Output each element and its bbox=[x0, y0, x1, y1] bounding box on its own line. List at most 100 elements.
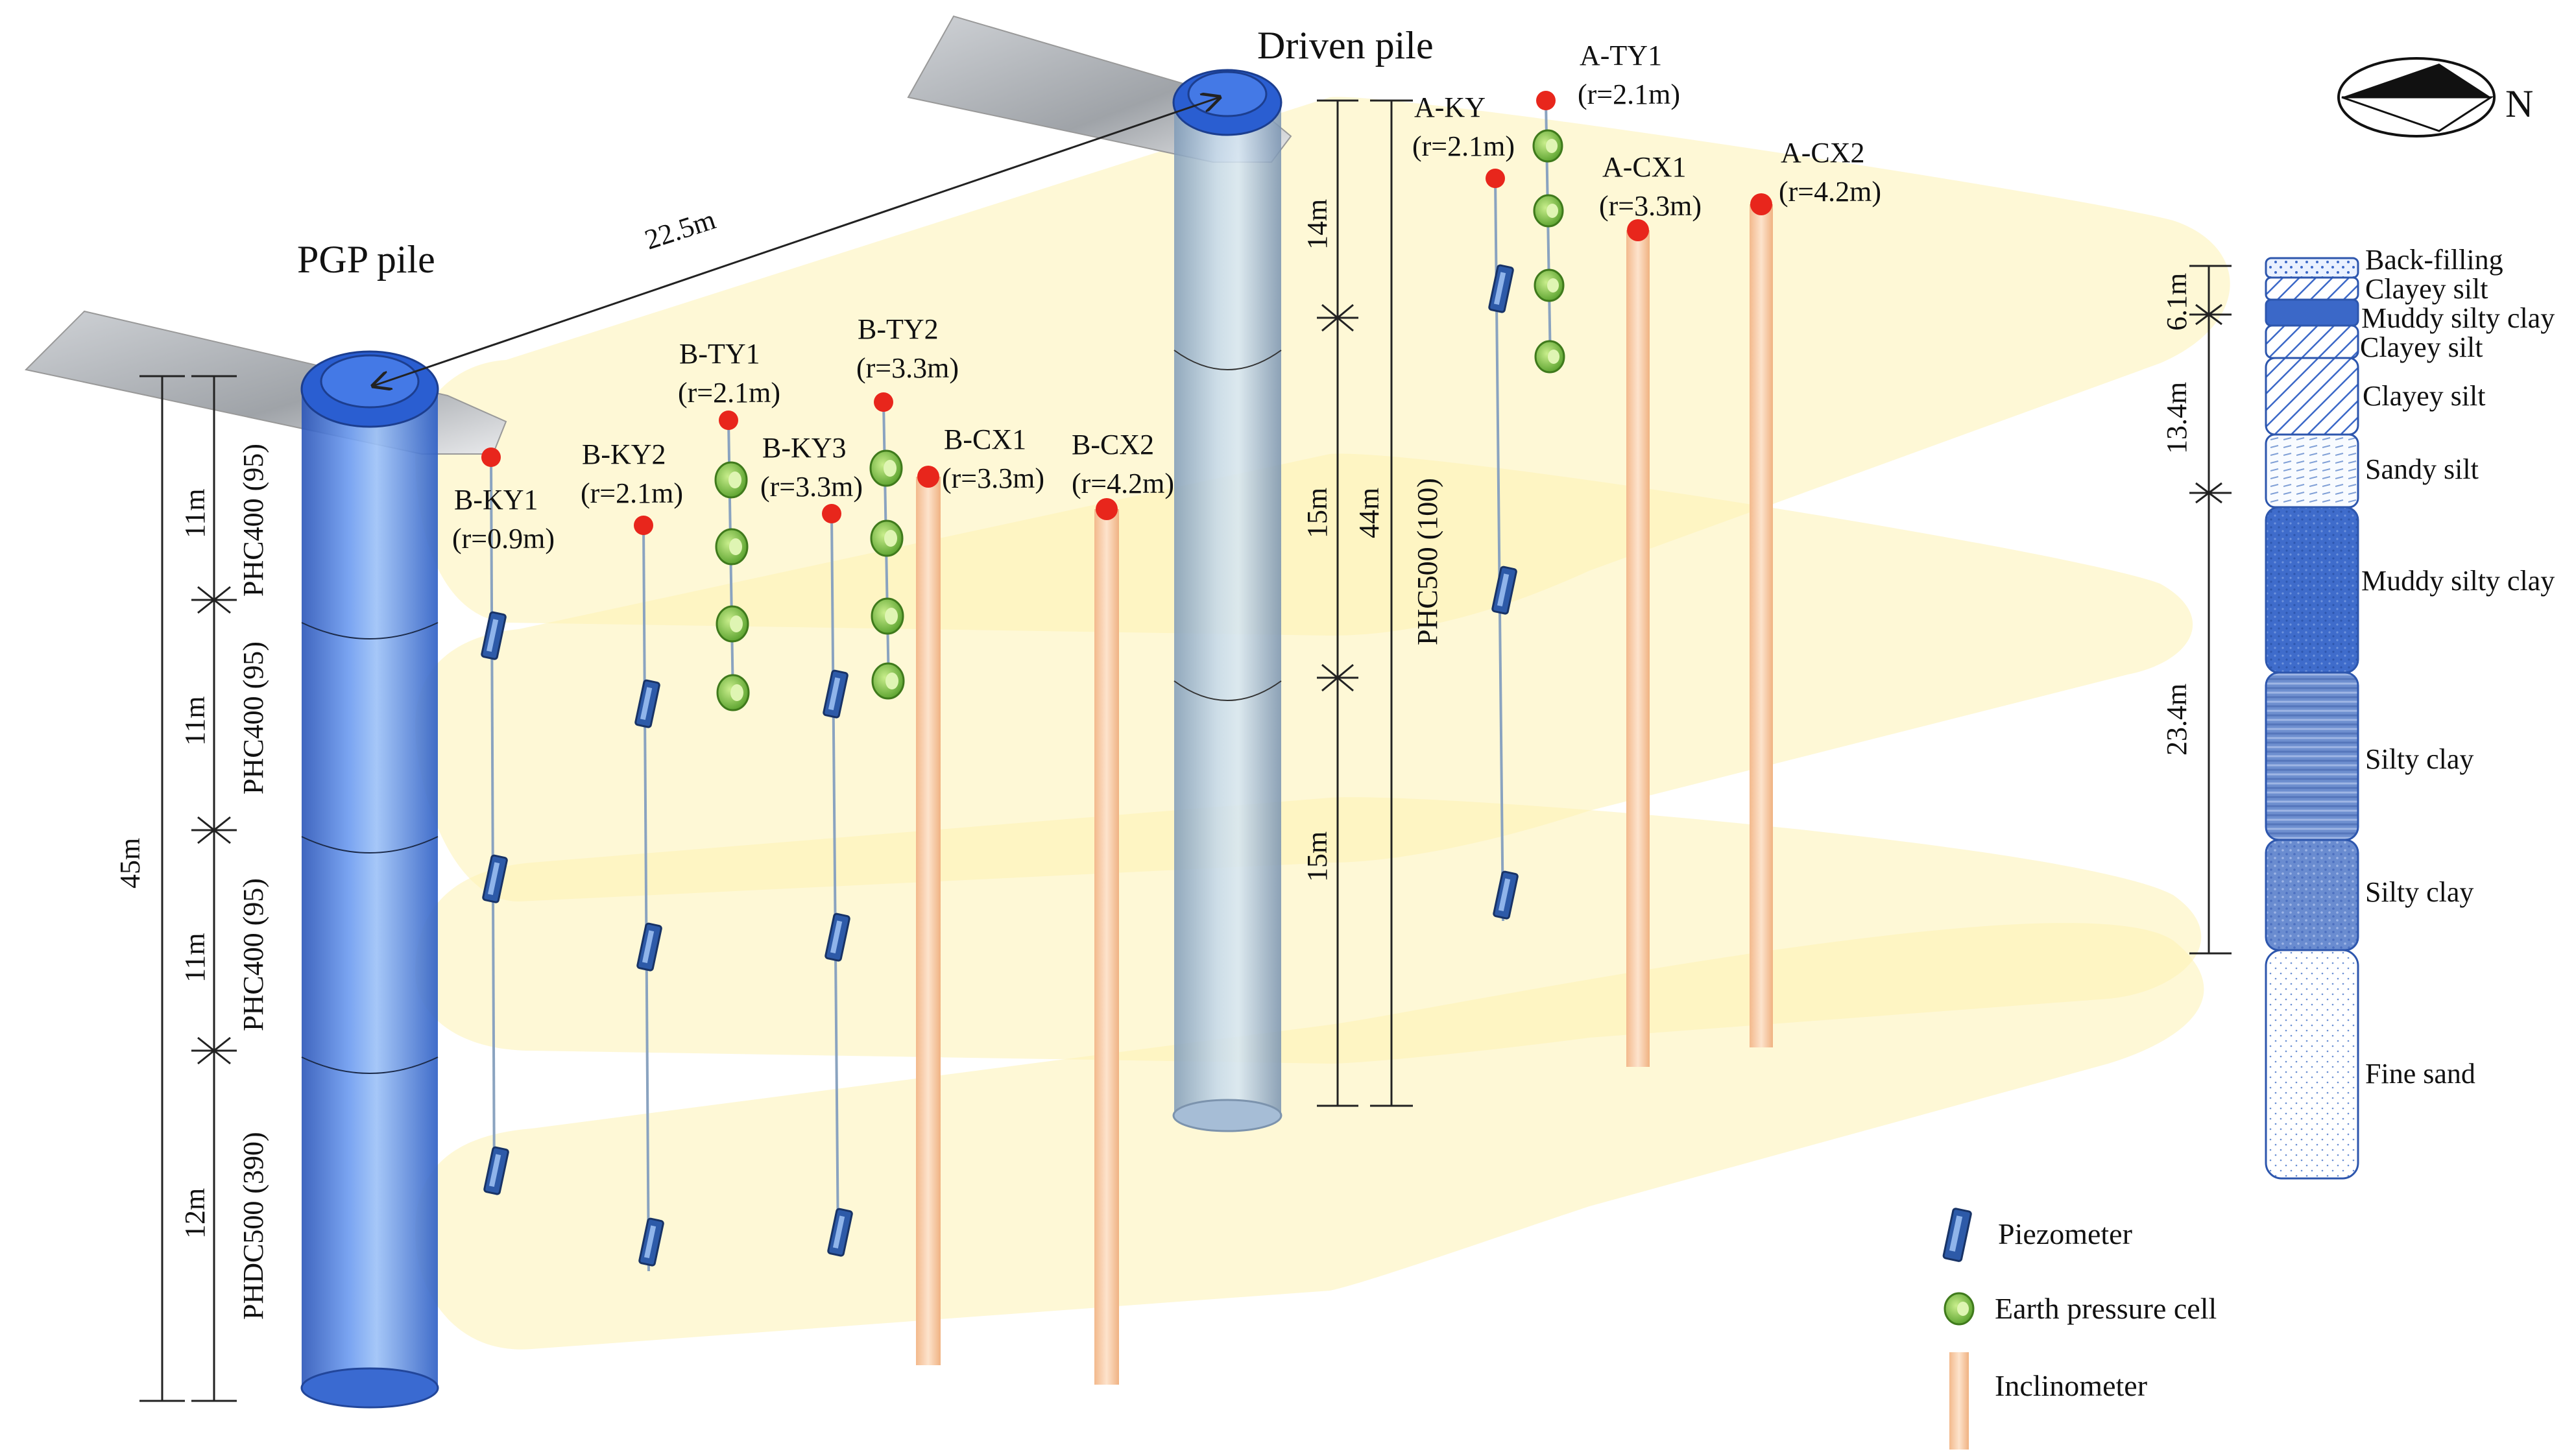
label-b-ky3-name: B-KY3 bbox=[762, 432, 847, 464]
label-b-ky1-r: (r=0.9m) bbox=[452, 523, 555, 555]
soil-layer-sandy-silt bbox=[2265, 433, 2359, 508]
soil-layer-muddy-silty-clay-1 bbox=[2265, 298, 2359, 327]
piezometer-icon bbox=[636, 922, 662, 972]
marker-b-cx2 bbox=[1096, 498, 1118, 520]
inclinometer-icon bbox=[1949, 1352, 1969, 1450]
label-b-cx1-name: B-CX1 bbox=[944, 424, 1026, 455]
soil-dim-3: 23.4m bbox=[2161, 684, 2193, 756]
soil-layer-silty-clay-2 bbox=[2265, 839, 2359, 951]
inclinometer-b-cx1 bbox=[916, 477, 941, 1365]
pgp-dimensions bbox=[139, 375, 237, 1402]
soil-dimension-labels: 6.1m 13.4m 23.4m bbox=[2161, 273, 2193, 756]
piezometer-icon bbox=[634, 679, 660, 728]
driven-pile-title: Driven pile bbox=[1257, 24, 1434, 67]
marker-b-ty2 bbox=[874, 392, 893, 412]
earth-pressure-cell-icon bbox=[1534, 269, 1565, 302]
soil-dim-1: 6.1m bbox=[2161, 273, 2193, 331]
soil-label-silty-clay-1: Silty clay bbox=[2365, 743, 2474, 775]
earth-pressure-cell-icon bbox=[716, 674, 750, 711]
soil-label-fine-sand: Fine sand bbox=[2365, 1058, 2475, 1090]
inclinometers bbox=[916, 204, 1773, 1385]
marker-a-ky bbox=[1486, 169, 1505, 188]
driven-total-length: 44m bbox=[1353, 488, 1385, 538]
label-a-ty1-r: (r=2.1m) bbox=[1578, 78, 1680, 110]
instrument-markers bbox=[481, 91, 1772, 535]
soil-label-clayey-silt-3: Clayey silt bbox=[2363, 380, 2485, 412]
marker-b-ky2 bbox=[634, 516, 653, 535]
earth-pressure-cell-icon bbox=[1944, 1292, 1975, 1326]
soil-layer-back-filling bbox=[2265, 257, 2359, 279]
label-b-cx1-r: (r=3.3m) bbox=[942, 462, 1044, 494]
piezometer-icon bbox=[1493, 870, 1519, 920]
driven-dimension-labels: 14m 15m 15m 44m PHC500 (100) bbox=[1301, 199, 1443, 882]
legend-inclinometer-label: Inclinometer bbox=[1995, 1369, 2147, 1402]
pgp-seg2-type: PHC400 (95) bbox=[237, 641, 269, 794]
instrument-labels: B-KY1 (r=0.9m) B-KY2 (r=2.1m) B-TY1 (r=2… bbox=[452, 40, 1881, 555]
label-b-ty2-r: (r=3.3m) bbox=[856, 352, 959, 384]
label-a-ty1-name: A-TY1 bbox=[1580, 40, 1662, 71]
pgp-seg1-type: PHC400 (95) bbox=[237, 444, 269, 597]
pgp-seg2-length: 11m bbox=[179, 696, 211, 746]
earth-pressure-cell-icon bbox=[1534, 340, 1565, 374]
driven-dimensions bbox=[1317, 99, 1413, 1107]
soil-plane-2 bbox=[415, 453, 2193, 901]
legend-piezometer-label: Piezometer bbox=[1998, 1217, 2132, 1250]
label-a-ky-r: (r=2.1m) bbox=[1412, 130, 1515, 162]
marker-a-cx1 bbox=[1627, 219, 1649, 241]
marker-b-ky1 bbox=[481, 448, 501, 467]
inclinometer-a-cx2 bbox=[1750, 204, 1773, 1047]
pgp-pile-shaft bbox=[302, 389, 438, 1391]
pile-spacing-label: 22.5m bbox=[641, 204, 719, 256]
piezometer-icon bbox=[1942, 1208, 1972, 1262]
marker-b-cx1 bbox=[917, 466, 939, 488]
label-a-ky-name: A-KY bbox=[1414, 91, 1486, 123]
label-b-ty1-name: B-TY1 bbox=[679, 338, 760, 370]
soil-label-muddy-silty-clay-1: Muddy silty clay bbox=[2361, 302, 2555, 334]
soil-label-clayey-silt-2: Clayey silt bbox=[2360, 331, 2483, 363]
label-b-ky1-name: B-KY1 bbox=[454, 484, 538, 516]
piezometer-icon bbox=[823, 669, 849, 719]
label-a-cx1-name: A-CX1 bbox=[1602, 151, 1687, 183]
earth-pressure-cell-icon bbox=[1532, 129, 1563, 163]
marker-a-cx2 bbox=[1750, 193, 1772, 215]
earth-pressure-cell-icon bbox=[714, 461, 748, 499]
label-b-ky2-r: (r=2.1m) bbox=[581, 477, 683, 509]
soil-label-muddy-silty-clay-2: Muddy silty clay bbox=[2361, 565, 2555, 597]
piezometer-icon bbox=[638, 1217, 664, 1267]
label-b-ty1-r: (r=2.1m) bbox=[678, 377, 780, 409]
pgp-pile-bottom bbox=[300, 1367, 439, 1409]
label-b-ty2-name: B-TY2 bbox=[858, 313, 939, 345]
marker-b-ky3 bbox=[822, 504, 841, 523]
driven-seg2-length: 15m bbox=[1301, 488, 1333, 538]
label-a-cx2-name: A-CX2 bbox=[1781, 137, 1865, 169]
pgp-pile bbox=[24, 310, 507, 1409]
compass-north-label: N bbox=[2505, 82, 2533, 125]
soil-planes bbox=[415, 97, 2230, 1350]
compass-icon: N bbox=[2337, 57, 2533, 137]
label-a-cx2-r: (r=4.2m) bbox=[1779, 176, 1881, 208]
pgp-seg4-length: 12m bbox=[179, 1188, 211, 1239]
label-b-cx2-r: (r=4.2m) bbox=[1072, 468, 1174, 499]
legend: Piezometer Earth pressure cell Inclinome… bbox=[1942, 1208, 2217, 1450]
piezometer-icon bbox=[481, 611, 507, 660]
earth-pressure-cells bbox=[714, 129, 1565, 711]
earth-pressure-cell-icon bbox=[869, 449, 903, 487]
driven-seg3-length: 15m bbox=[1301, 831, 1333, 882]
piezometers bbox=[481, 264, 1519, 1267]
soil-layer-labels: Back-filling Clayey silt Muddy silty cla… bbox=[2360, 244, 2555, 1090]
earth-pressure-cell-icon bbox=[871, 662, 905, 700]
marker-b-ty1 bbox=[719, 411, 738, 430]
earth-pressure-cell-icon bbox=[1533, 194, 1564, 228]
driven-pile-bottom bbox=[1172, 1099, 1282, 1132]
piezometer-icon bbox=[827, 1208, 853, 1257]
piezometer-icon bbox=[1491, 566, 1517, 615]
soil-dimensions bbox=[2189, 265, 2232, 955]
soil-plane-1 bbox=[415, 97, 2230, 636]
earth-pressure-cell-icon bbox=[871, 597, 904, 635]
pgp-seg1-length: 11m bbox=[179, 488, 211, 538]
soil-dim-2: 13.4m bbox=[2161, 382, 2193, 454]
piezometer-icon bbox=[482, 854, 508, 903]
soil-label-silty-clay-2: Silty clay bbox=[2365, 876, 2474, 908]
soil-layer-muddy-silty-clay-2 bbox=[2265, 506, 2359, 674]
